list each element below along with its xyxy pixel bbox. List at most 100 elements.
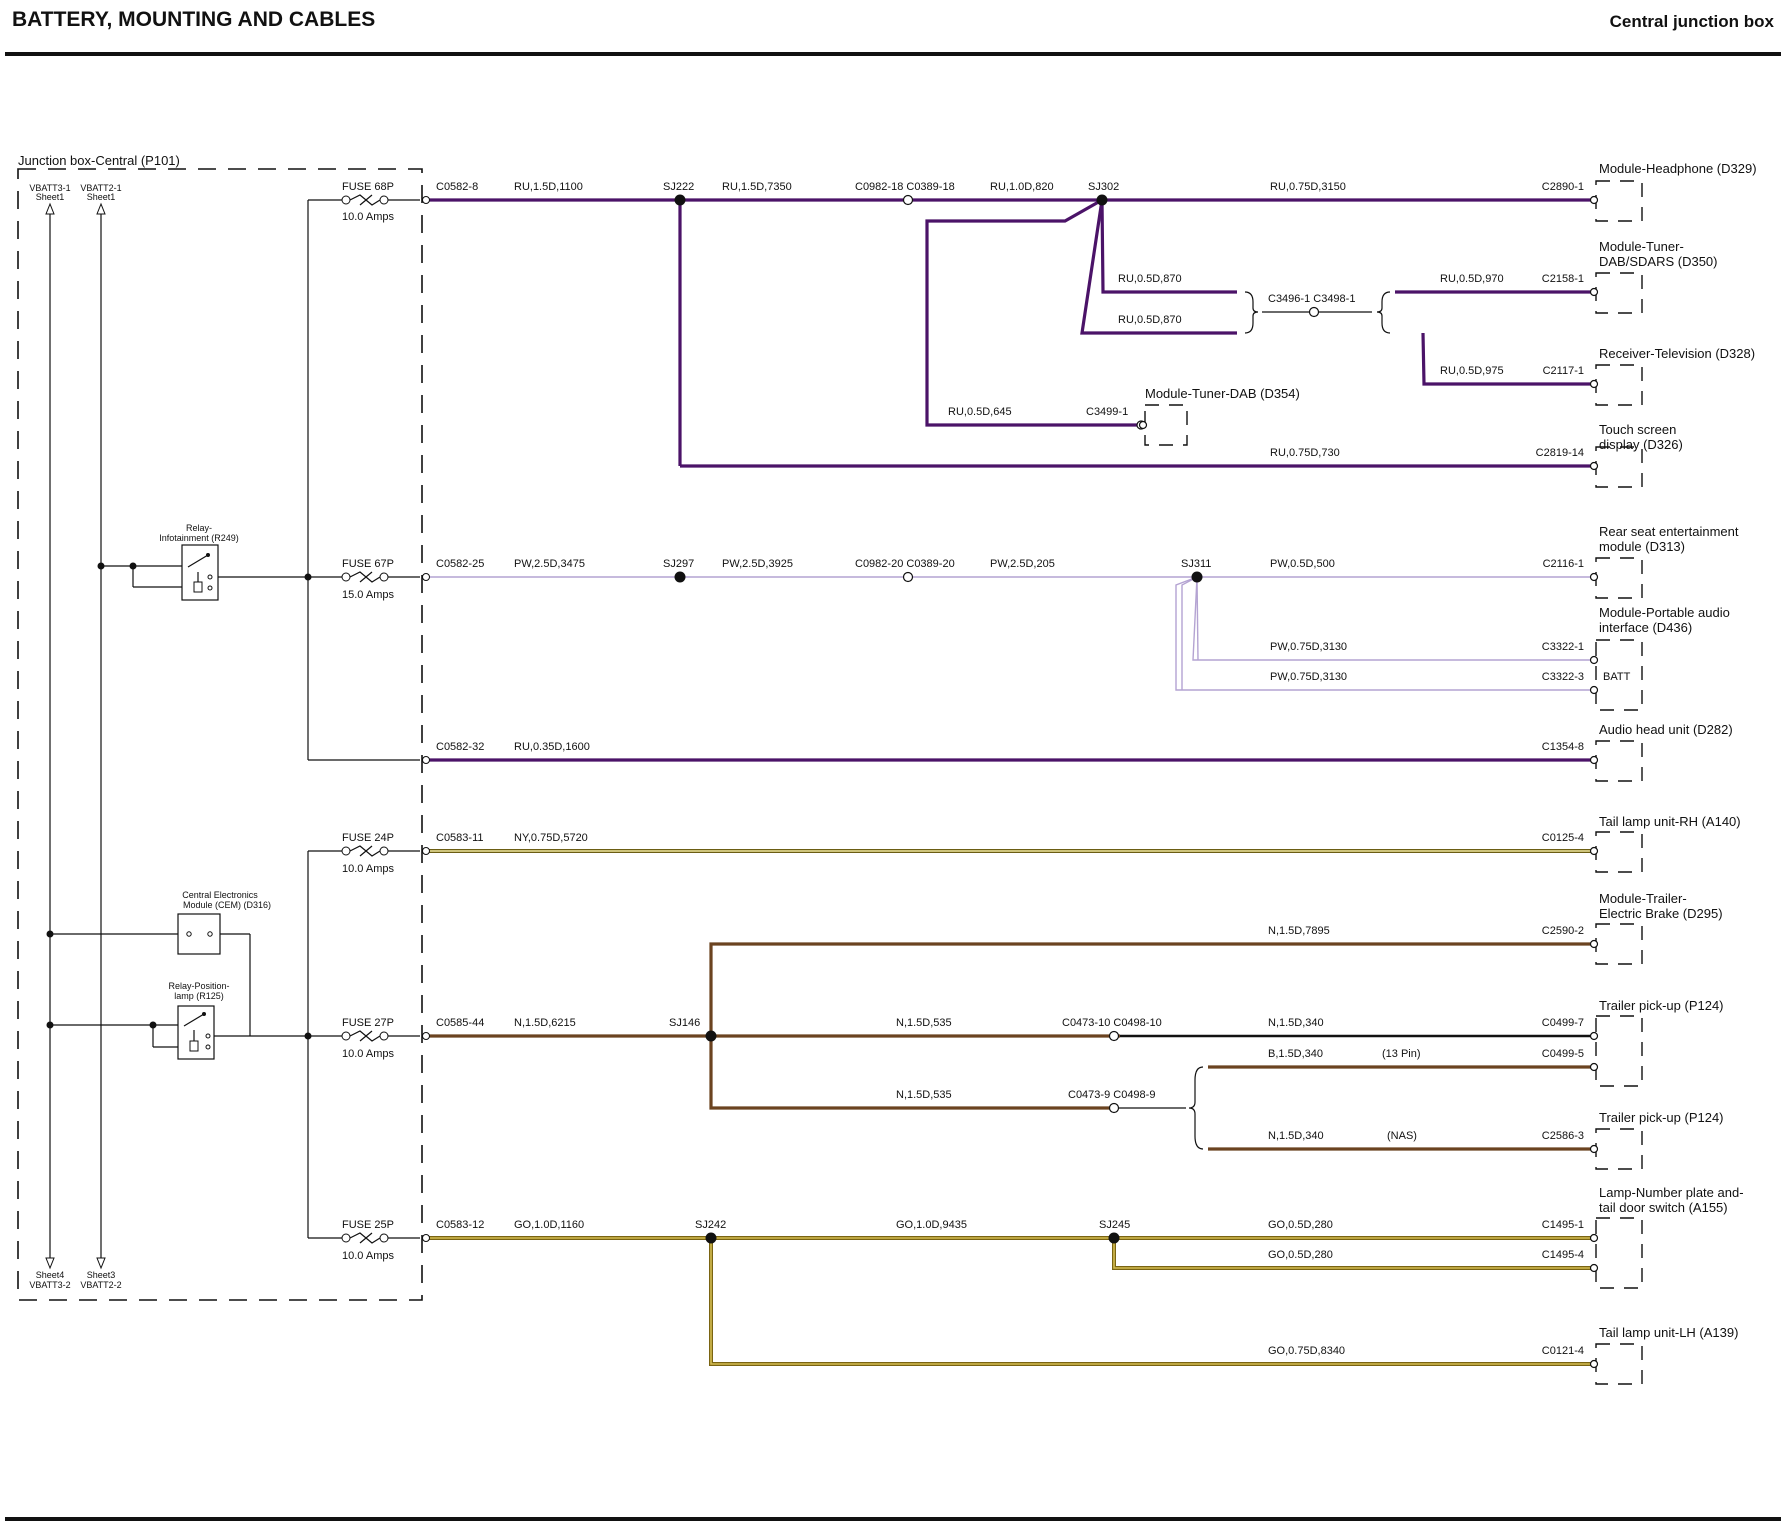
connector-label: C0585-44	[436, 1017, 484, 1029]
connector-label: C0583-11	[436, 832, 484, 844]
vbatt2-top-label: VBATT2-1	[80, 183, 121, 193]
connector-label: C0982-20 C0389-20	[855, 558, 955, 570]
fuse-67p-label: FUSE 67P	[342, 558, 394, 570]
connector-label: C1495-1	[1542, 1219, 1584, 1231]
connector-label: C0499-5	[1542, 1048, 1584, 1060]
component-label: Module-Headphone (D329)	[1599, 161, 1757, 176]
wire-label: N,1.5D,340	[1268, 1017, 1324, 1029]
wire-label: PW,2.5D,3475	[514, 558, 585, 570]
wire-label: GO,1.0D,1160	[514, 1219, 584, 1231]
fuse-68p-label: FUSE 68P	[342, 181, 394, 193]
note-nas: (NAS)	[1387, 1130, 1417, 1142]
vbatt3-bottom-label: VBATT3-2	[29, 1280, 70, 1290]
left-connector-markers	[422, 196, 430, 1242]
connector-label: C2158-1	[1542, 273, 1584, 285]
connector-label: C0582-32	[436, 741, 484, 753]
component-label: Module-Portable audio	[1599, 605, 1730, 620]
fuse-25p-label: FUSE 25P	[342, 1219, 394, 1231]
fuse-24p-label: FUSE 24P	[342, 832, 394, 844]
component-label: tail door switch (A155)	[1599, 1200, 1728, 1215]
wire-label: PW,0.75D,3130	[1270, 671, 1347, 683]
component-label: DAB/SDARS (D350)	[1599, 254, 1717, 269]
connector-label: C2890-1	[1542, 181, 1584, 193]
note-13-pin: (13 Pin)	[1382, 1048, 1421, 1060]
wire-label: N,1.5D,340	[1268, 1130, 1324, 1142]
component-label: Trailer pick-up (P124)	[1599, 1110, 1724, 1125]
connector-label: C1354-8	[1542, 741, 1584, 753]
fuse-27p-amps: 10.0 Amps	[342, 1048, 394, 1060]
vbatt2-bottom-label: VBATT2-2	[80, 1280, 121, 1290]
connector-label: C2590-2	[1542, 925, 1584, 937]
wire-label: PW,2.5D,205	[990, 558, 1055, 570]
connector-label: C2117-1	[1543, 365, 1584, 377]
component-label: module (D313)	[1599, 539, 1685, 554]
connector-label: C0499-7	[1542, 1017, 1584, 1029]
component-label: Rear seat entertainment	[1599, 524, 1739, 539]
wire-label: N,1.5D,535	[896, 1089, 952, 1101]
wire-label: N,1.5D,6215	[514, 1017, 576, 1029]
wire-label: RU,0.5D,870	[1118, 273, 1182, 285]
wires-n	[426, 942, 1592, 1151]
fuse-symbols	[341, 194, 420, 1244]
wire-label: RU,0.5D,645	[948, 406, 1012, 418]
component-label: display (D326)	[1599, 437, 1683, 452]
wire-label: GO,0.5D,280	[1268, 1249, 1333, 1261]
component-label: interface (D436)	[1599, 620, 1692, 635]
connector-label: C3499-1	[1086, 406, 1128, 418]
connector-label: C0125-4	[1542, 832, 1584, 844]
component-label: Lamp-Number plate and-	[1599, 1185, 1744, 1200]
wire-label: RU,0.35D,1600	[514, 741, 590, 753]
fuse-24p-amps: 10.0 Amps	[342, 863, 394, 875]
junction-box-label: Junction box-Central (P101)	[18, 153, 180, 168]
connector-label: C0473-10 C0498-10	[1062, 1017, 1162, 1029]
splice-label: SJ245	[1099, 1219, 1130, 1231]
wire-label: RU,0.5D,975	[1440, 365, 1504, 377]
cem-label-1: Central Electronics	[182, 890, 258, 900]
splice-label: SJ146	[669, 1017, 700, 1029]
page-subtitle: Central junction box	[1610, 12, 1775, 31]
junction-box-outline	[17, 168, 423, 1301]
connector-label: C0982-18 C0389-18	[855, 181, 955, 193]
splice-label: SJ302	[1088, 181, 1119, 193]
vbatt2-top-sheet: Sheet1	[87, 192, 116, 202]
wire-label: NY,0.75D,5720	[514, 832, 588, 844]
wire-label: PW,0.75D,3130	[1270, 641, 1347, 653]
splice-label: SJ222	[663, 181, 694, 193]
wire-label: B,1.5D,340	[1268, 1048, 1323, 1060]
wire-label: N,1.5D,7895	[1268, 925, 1330, 937]
vbatt-lines	[45, 202, 106, 1270]
relay-position-lamp-label-1: Relay-Position-	[168, 981, 229, 991]
wire-label: RU,0.5D,970	[1440, 273, 1504, 285]
component-label: Module-Tuner-DAB (D354)	[1145, 386, 1300, 401]
relay-position-lamp-label-2: lamp (R125)	[174, 991, 224, 1001]
page-title: BATTERY, MOUNTING AND CABLES	[12, 8, 375, 31]
wire-label: RU,1.5D,1100	[514, 181, 583, 193]
relay-position-lamp	[177, 1005, 215, 1060]
wire-label: GO,1.0D,9435	[896, 1219, 967, 1231]
fuse-25p-amps: 10.0 Amps	[342, 1250, 394, 1262]
connector-label: C1495-4	[1542, 1249, 1584, 1261]
vbatt3-top-label: VBATT3-1	[29, 183, 70, 193]
connector-label: C0121-4	[1542, 1345, 1584, 1357]
relay-infotainment	[181, 544, 219, 601]
wire-label: N,1.5D,535	[896, 1017, 952, 1029]
wire-label: RU,0.75D,3150	[1270, 181, 1346, 193]
wire-label: RU,0.5D,870	[1118, 314, 1182, 326]
cem-label-2: Module (CEM) (D316)	[183, 900, 271, 910]
component-label: Electric Brake (D295)	[1599, 906, 1723, 921]
connector-label: C2819-14	[1536, 447, 1584, 459]
connector-label: C0582-8	[436, 181, 478, 193]
component-label: Module-Tuner-	[1599, 239, 1684, 254]
component-label: Tail lamp unit-RH (A140)	[1599, 814, 1741, 829]
component-boxes	[1144, 180, 1643, 1385]
connector-label: C3322-3	[1542, 671, 1584, 683]
vbatt3-bottom-sheet: Sheet4	[36, 1270, 65, 1280]
splice-label: SJ297	[663, 558, 694, 570]
wire-label: GO,0.75D,8340	[1268, 1345, 1345, 1357]
wires-ru	[426, 198, 1592, 762]
vbatt2-bottom-sheet: Sheet3	[87, 1270, 116, 1280]
wire-label: RU,1.0D,820	[990, 181, 1054, 193]
wire-label: PW,0.5D,500	[1270, 558, 1335, 570]
wire-label: RU,1.5D,7350	[722, 181, 792, 193]
